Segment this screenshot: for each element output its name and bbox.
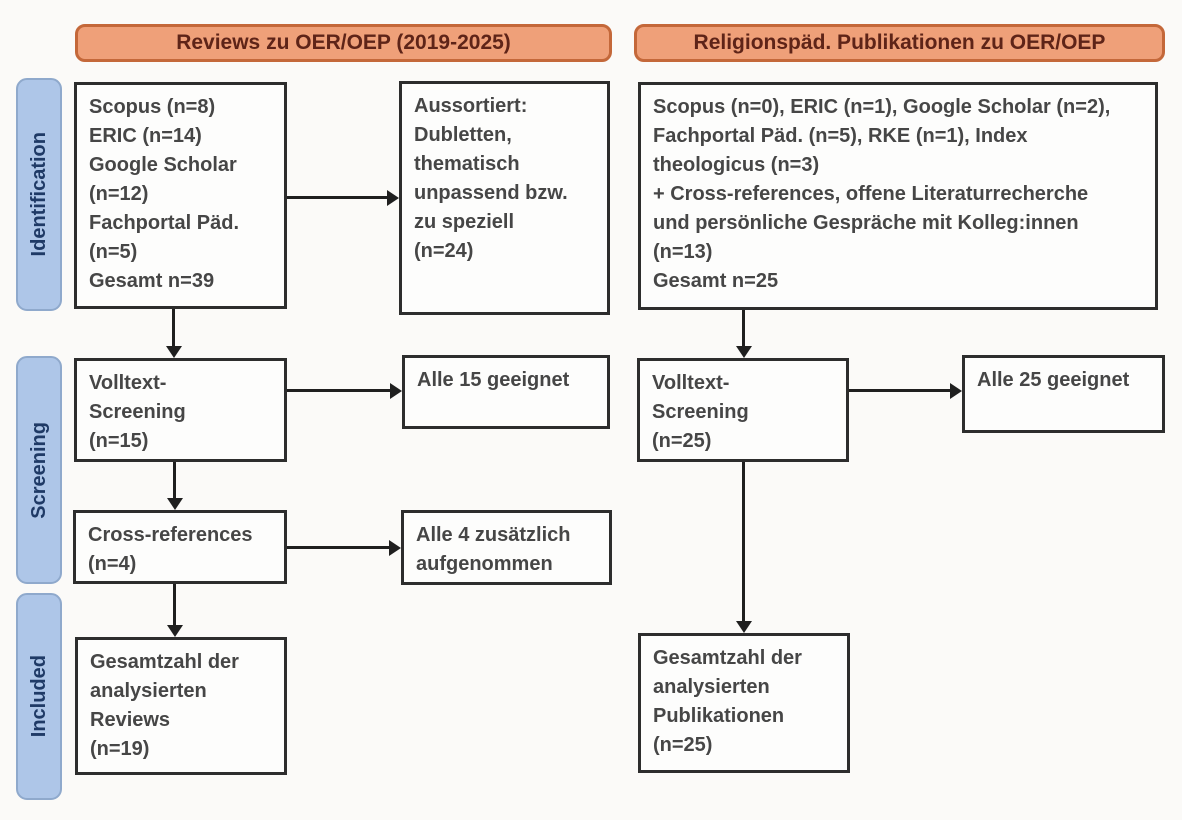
- box-left-sources: Scopus (n=8) ERIC (n=14) Google Scholar …: [74, 82, 287, 309]
- box-left-crossref-result: Alle 4 zusätzlich aufgenommen: [401, 510, 612, 585]
- column-header-reviews: Reviews zu OER/OEP (2019-2025): [75, 24, 612, 62]
- box-left-included-total: Gesamtzahl der analysierten Reviews (n=1…: [75, 637, 287, 775]
- box-left-fulltext-screening: Volltext- Screening (n=15): [74, 358, 287, 462]
- stage-label-identification: Identification: [27, 132, 50, 257]
- stage-label-included: Included: [27, 655, 50, 738]
- stage-label-screening: Screening: [27, 421, 50, 519]
- box-right-fulltext-screening: Volltext- Screening (n=25): [637, 358, 849, 462]
- box-left-fulltext-result: Alle 15 geeignet: [402, 355, 610, 429]
- box-left-excluded: Aussortiert: Dubletten, thematisch unpas…: [399, 81, 610, 315]
- box-right-sources: Scopus (n=0), ERIC (n=1), Google Scholar…: [638, 82, 1158, 310]
- arrow-right-fulltext-to-included: [742, 462, 745, 621]
- arrow-left-crossref-to-result: [287, 546, 389, 549]
- box-left-crossreferences: Cross-references (n=4): [73, 510, 287, 584]
- arrow-left-fulltext-to-crossref: [173, 462, 176, 498]
- arrow-left-fulltext-to-result: [287, 389, 390, 392]
- arrow-right-fulltext-to-result: [849, 389, 950, 392]
- arrow-left-crossref-to-included: [173, 584, 176, 625]
- stage-pill-screening: Screening: [16, 356, 62, 584]
- box-right-fulltext-result: Alle 25 geeignet: [962, 355, 1165, 433]
- arrow-left-sources-to-fulltext: [172, 309, 175, 346]
- stage-pill-identification: Identification: [16, 78, 62, 311]
- box-right-included-total: Gesamtzahl der analysierten Publikatione…: [638, 633, 850, 773]
- arrow-right-sources-to-fulltext: [742, 310, 745, 346]
- stage-pill-included: Included: [16, 593, 62, 800]
- arrow-left-sources-to-excluded: [287, 196, 387, 199]
- column-header-religionspaed: Religionspäd. Publikationen zu OER/OEP: [634, 24, 1165, 62]
